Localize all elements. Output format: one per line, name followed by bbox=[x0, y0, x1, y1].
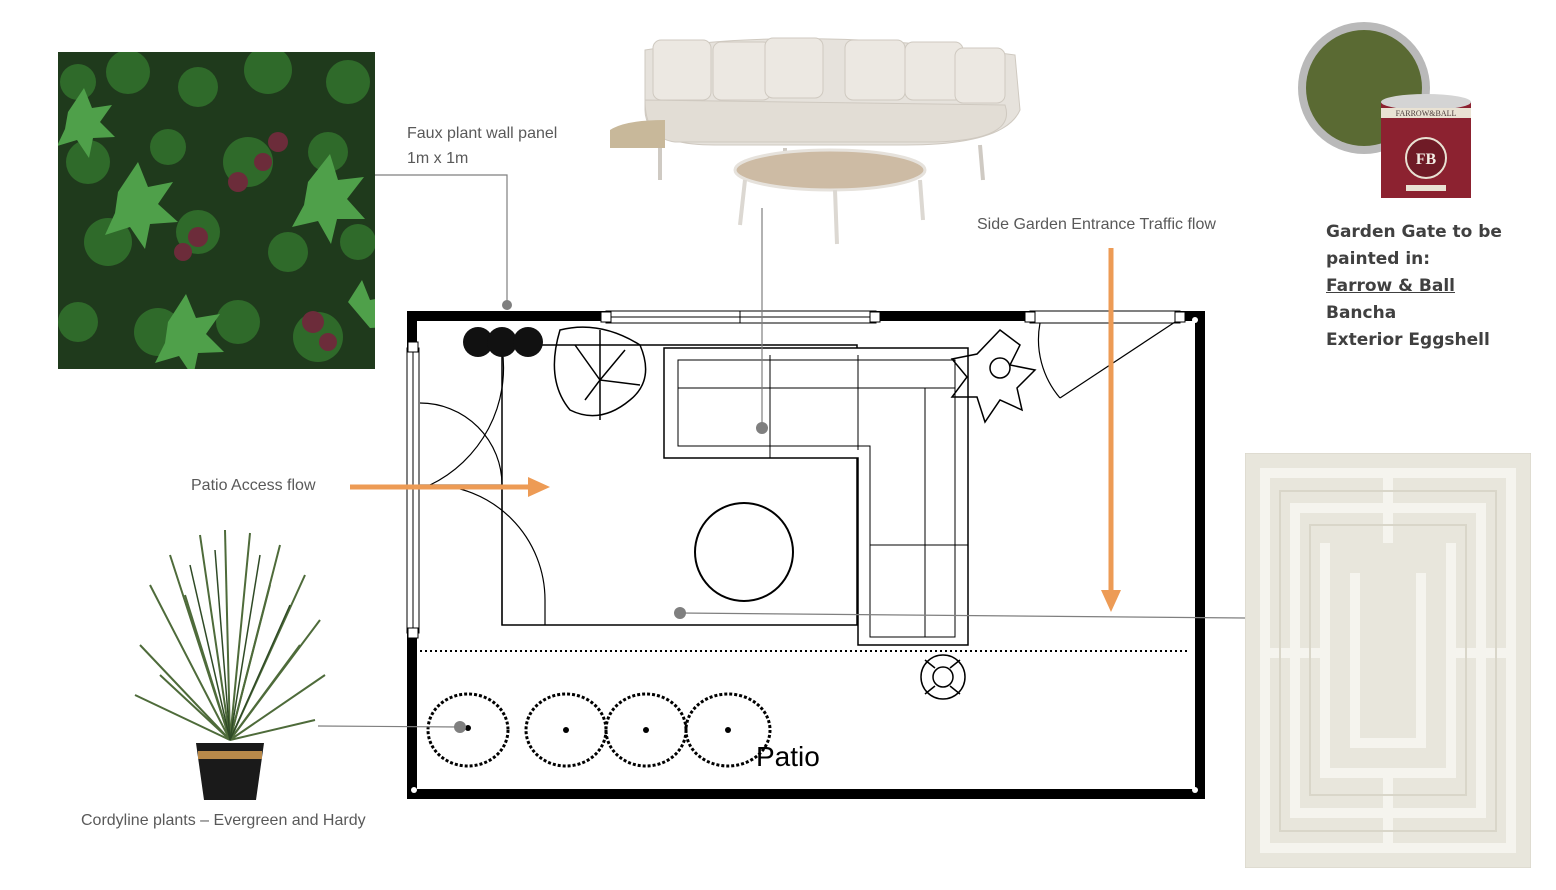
gate-note-brand: Farrow & Ball bbox=[1326, 276, 1455, 296]
monstera-plant-plan bbox=[553, 326, 647, 420]
plant-wall-label-line-1: Faux plant wall panel bbox=[407, 125, 558, 142]
rug-image bbox=[1244, 452, 1532, 869]
gate-note-finish: Exterior Eggshell bbox=[1326, 330, 1490, 350]
traffic-flow-label: Side Garden Entrance Traffic flow bbox=[977, 216, 1216, 233]
gate-note-line-1: Garden Gate to be bbox=[1326, 222, 1502, 242]
plant-wall-image bbox=[57, 46, 391, 377]
paint-brand-text: FARROW&BALL bbox=[1396, 109, 1457, 118]
patio-label: Patio bbox=[756, 741, 820, 772]
garden-gate-opening bbox=[1029, 310, 1181, 324]
plant-wall-label-line-2: 1m x 1m bbox=[407, 150, 469, 167]
cordyline-label: Cordyline plants – Evergreen and Hardy bbox=[81, 812, 366, 829]
paint-monogram: FB bbox=[1416, 151, 1437, 168]
cordyline-plant-image bbox=[130, 525, 330, 805]
gate-paint-note: Garden Gate to be painted in: Farrow & B… bbox=[1326, 219, 1502, 354]
succulent-plant-plan bbox=[920, 654, 966, 700]
outdoor-sofa-image bbox=[605, 30, 1025, 250]
paint-tin-image: FARROW&BALL FB bbox=[1296, 20, 1476, 200]
fern-plant-plan bbox=[950, 329, 1037, 424]
plant-wall-shrubs bbox=[463, 327, 543, 357]
gate-note-line-2: painted in: bbox=[1326, 249, 1431, 269]
gate-note-colour: Bancha bbox=[1326, 303, 1397, 323]
sofa-plan bbox=[663, 347, 969, 646]
leader-lines bbox=[317, 174, 1246, 728]
cordyline-plants-plan bbox=[426, 692, 772, 768]
patio-access-label: Patio Access flow bbox=[191, 477, 316, 494]
coffee-table-plan bbox=[694, 502, 794, 602]
plant-wall-label: Faux plant wall panel 1m x 1m bbox=[407, 121, 557, 171]
